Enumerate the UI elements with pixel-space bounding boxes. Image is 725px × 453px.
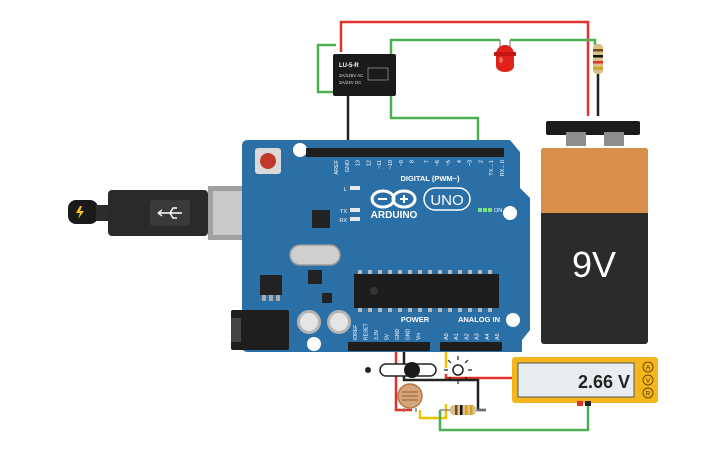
dc-power-jack[interactable]: [231, 310, 289, 350]
light-slider-handle[interactable]: [404, 362, 420, 378]
digital-pin-label: RX←0: [500, 160, 506, 176]
power-pin-label: IOREF: [353, 325, 359, 340]
mode-label: A: [646, 365, 651, 372]
model-label: UNO: [430, 192, 463, 209]
usb-chip: [312, 210, 330, 228]
power-pin-label: GND: [406, 329, 412, 341]
power-pin-labels: IOREF RESET 3.3V 5V GND GND Vin: [353, 323, 422, 340]
power-pin-label: RESET: [364, 323, 370, 340]
relay[interactable]: LU-5-R 3A/125V AC 3A/24V DC: [333, 54, 396, 96]
mode-label: R: [646, 391, 651, 398]
multimeter-mode-buttons: AVR: [642, 361, 654, 399]
digital-pin-label: 7: [424, 160, 430, 163]
wire-meter-green[interactable]: [438, 404, 590, 432]
analog-pin-label: A3: [475, 333, 481, 340]
lightning-icon: [76, 206, 84, 219]
capacitor-2: [327, 310, 351, 334]
voltage-regulator: [260, 275, 282, 301]
analog-pin-label: A4: [485, 333, 491, 340]
digital-pin-label: ~5: [446, 160, 452, 166]
digital-pin-label: ~6: [435, 160, 441, 166]
light-slider[interactable]: [365, 356, 472, 384]
analog-pin-label: A1: [454, 333, 460, 340]
probe-terminal-red[interactable]: [577, 401, 583, 406]
arduino-uno-board[interactable]: AREF GND 13 12 ~11 ~10 ~9 8 7 ~6 ~5 4 ~3 2 TX→1 RX←0 DI…: [231, 140, 530, 352]
top-resistor[interactable]: [593, 44, 603, 74]
reset-button[interactable]: [255, 148, 281, 174]
sun-icon: [444, 356, 472, 384]
multimeter-mode-a-button[interactable]: A: [642, 361, 654, 373]
wire-relay-green-top[interactable]: [389, 38, 500, 62]
crystal-oscillator: [289, 244, 341, 266]
digital-pin-label: ~3: [468, 160, 474, 166]
wire-ldr-yellow[interactable]: [418, 404, 448, 420]
wire-relay-out-green[interactable]: [389, 92, 480, 150]
digital-pin-label: 13: [356, 160, 362, 166]
mode-label: V: [646, 378, 651, 385]
relay-line2: 3A/24V DC: [339, 80, 362, 85]
power-pin-label: Vin: [416, 333, 422, 340]
multimeter-display: [517, 362, 635, 398]
digital-pin-label: ~11: [377, 160, 383, 169]
probe-terminal-black[interactable]: [585, 401, 591, 406]
digital-pin-label: ~10: [388, 160, 394, 169]
wire-relay-red[interactable]: [339, 20, 590, 116]
analog-header-label: ANALOG IN: [458, 315, 500, 324]
digital-pin-label: 8: [410, 160, 416, 163]
status-led-label: RX: [339, 218, 347, 224]
digital-pin-label: TX→1: [489, 160, 495, 176]
analog-pin-label: A0: [444, 333, 450, 340]
brand-label: ARDUINO: [371, 210, 418, 221]
digital-pin-label: GND: [345, 160, 351, 172]
digital-pin-label: 4: [457, 160, 463, 163]
status-led: [350, 217, 360, 221]
multimeter-mode-r-button[interactable]: R: [642, 387, 654, 399]
multimeter[interactable]: 2.66 V AVR: [512, 357, 658, 406]
power-header[interactable]: [348, 342, 430, 351]
bottom-resistor[interactable]: [440, 405, 486, 415]
analog-pin-label: A5: [495, 333, 501, 340]
digital-pin-label: ~9: [399, 160, 405, 166]
power-pin-label: 3.3V: [374, 329, 380, 340]
multimeter-mode-v-button[interactable]: V: [642, 374, 654, 386]
wire-relay-to-pin2-green[interactable]: [316, 43, 341, 94]
atmega-chip: [354, 274, 499, 308]
status-leds: L TX RX: [339, 186, 360, 224]
analog-pin-label: A2: [464, 333, 470, 340]
analog-header[interactable]: [440, 342, 502, 351]
digital-pin-label: 12: [366, 160, 372, 166]
status-led-label: TX: [340, 209, 347, 215]
relay-line1: 3A/125V AC: [339, 73, 364, 78]
digital-pin-labels: AREF GND 13 12 ~11 ~10 ~9 8 7 ~6 ~5 4 ~3 2 TX→1 RX←0: [334, 159, 506, 176]
digital-header[interactable]: [306, 148, 504, 157]
multimeter-reading: 2.66 V: [578, 372, 630, 392]
wire-led-resistor-green[interactable]: [510, 38, 597, 45]
arduino-logo: ARDUINO UNO: [370, 187, 471, 221]
on-label: ON: [494, 208, 502, 214]
relay-title: LU-5-R: [339, 63, 359, 69]
power-pin-label: 5V: [385, 333, 391, 340]
battery-label: 9V: [572, 244, 616, 285]
digital-pin-label: AREF: [334, 159, 340, 174]
power-pin-label: GND: [395, 329, 401, 341]
battery-9v[interactable]: 9V: [541, 121, 648, 344]
on-indicator: ON: [478, 208, 502, 214]
status-led: [350, 186, 360, 190]
status-led: [350, 208, 360, 212]
red-led[interactable]: [494, 40, 516, 72]
digital-pin-label: 2: [478, 160, 484, 163]
status-led-label: L: [344, 187, 347, 193]
capacitor-1: [297, 310, 321, 334]
digital-header-label: DIGITAL (PWM~): [400, 174, 460, 183]
power-header-label: POWER: [401, 315, 430, 324]
analog-pin-labels: A0 A1 A2 A3 A4 A5: [444, 333, 501, 340]
photoresistor[interactable]: [397, 383, 423, 412]
